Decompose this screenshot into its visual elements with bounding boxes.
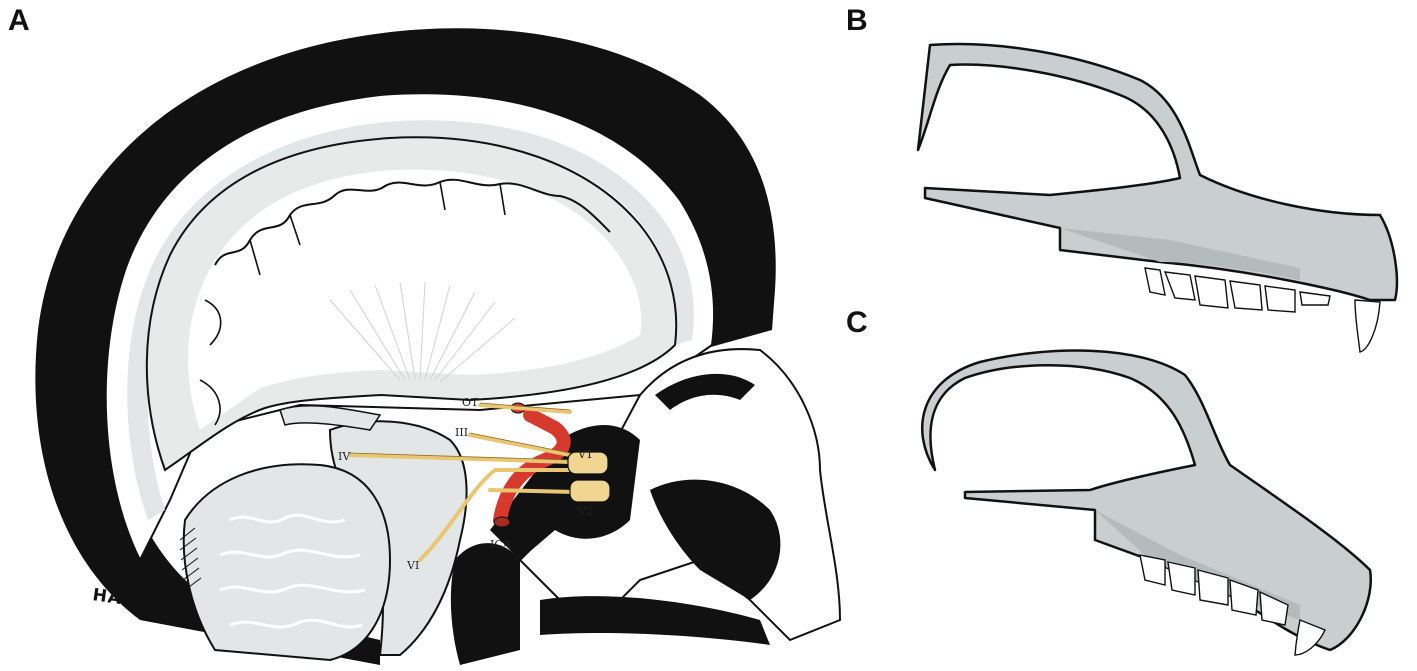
fiber-striations [329, 281, 516, 383]
tooth-c-2 [1167, 561, 1196, 596]
hatching-left [179, 527, 202, 591]
label-vi: VI [406, 559, 419, 572]
label-iii: III [455, 426, 468, 439]
ica-cut-end [493, 516, 511, 528]
skull-c-teeth [1139, 554, 1326, 656]
tooth-b-4 [1229, 280, 1263, 311]
nerve-outlines [349, 402, 571, 461]
tooth-b-3 [1194, 275, 1229, 309]
skull-b-body [916, 42, 1399, 302]
sulcus-4 [499, 183, 506, 216]
nerve-iii [468, 433, 572, 457]
gyri-outline [214, 178, 611, 266]
skull-b-shade [1060, 228, 1300, 280]
tooth-c-4 [1229, 578, 1259, 616]
tooth-c-1 [1139, 554, 1166, 586]
tooth-c-5 [1259, 590, 1289, 626]
label-v1: V1 [577, 448, 593, 461]
sulcus-1 [249, 239, 261, 276]
sulcus-3 [439, 181, 446, 211]
label-iv: IV [338, 450, 351, 463]
cranial-nerves [348, 403, 577, 562]
optic-tract [478, 403, 572, 414]
v1-bundle [567, 451, 609, 475]
tooth-b-1 [1144, 267, 1166, 296]
tentorium [279, 405, 382, 431]
tooth-b-2 [1163, 271, 1196, 301]
panel-letter-a: A [8, 4, 30, 37]
tooth-c-3 [1197, 569, 1229, 606]
cerebellum [182, 463, 392, 662]
panel-c-skull [921, 349, 1373, 656]
nerve-v2 [488, 488, 577, 494]
skull-b-teeth [1144, 267, 1381, 353]
tooth-b-5 [1264, 285, 1296, 313]
panel-letter-c: C [846, 306, 868, 339]
skull-c-body [921, 349, 1373, 652]
panel-b-skull [916, 42, 1399, 353]
canine-b [1354, 299, 1381, 353]
nerve-vi [418, 468, 572, 562]
skull-base-black [450, 543, 520, 665]
panel-letter-b: B [846, 4, 868, 37]
sulcus-6 [199, 379, 221, 426]
label-v2: V2 [577, 505, 593, 518]
sulcus-2 [289, 214, 301, 246]
orbit-shadow [655, 373, 755, 410]
label-ot: OT [462, 396, 479, 409]
v2-bundle [569, 479, 611, 503]
panel-a-head-section: OT III IV V1 V2 VI ICA HAYON [35, 28, 842, 665]
canine-c [1294, 619, 1326, 656]
white-matter [188, 169, 642, 431]
palate-black [540, 596, 770, 645]
tooth-b-6 [1299, 291, 1331, 306]
nasal-cavity [650, 479, 781, 600]
label-ica: ICA [490, 538, 512, 551]
cerebellum-folia [219, 513, 366, 629]
sulcus-5 [204, 299, 222, 346]
nerve-iv [348, 453, 572, 464]
